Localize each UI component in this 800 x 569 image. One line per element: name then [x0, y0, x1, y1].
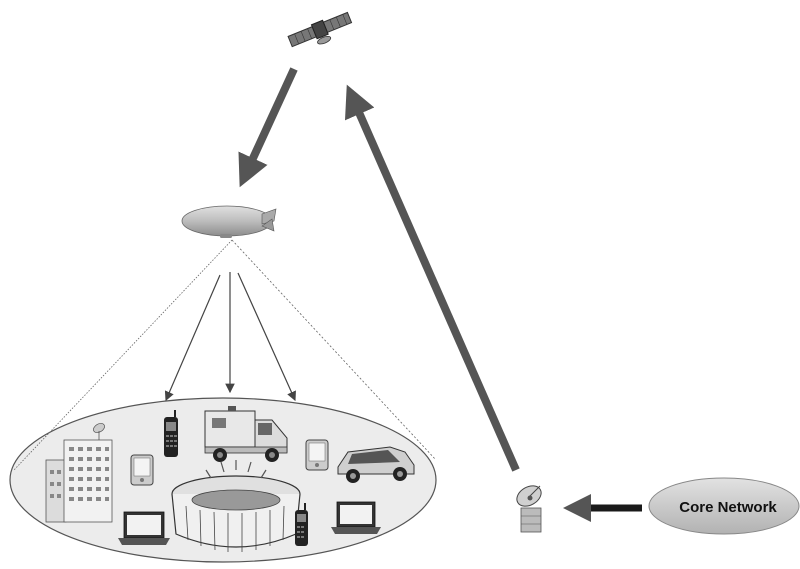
airship-downlink-arrow-right: [237, 272, 296, 402]
airship-downlink-arrow-left: [164, 274, 221, 402]
laptop-icon: [118, 511, 170, 545]
ambulance-icon: [204, 406, 288, 462]
office-building-icon: [45, 423, 113, 523]
ground-station-to-satellite-arrow: [345, 84, 520, 472]
core-network-label: Core Network: [679, 499, 777, 516]
core-network-node: Core Network: [648, 477, 800, 535]
car-icon: [337, 446, 415, 483]
laptop-icon: [331, 501, 381, 534]
satellite-to-airship-arrow: [238, 67, 298, 188]
mobile-phone-icon: [164, 410, 178, 457]
beam-edge-left: [13, 239, 233, 471]
mobile-phone-icon: [295, 503, 308, 546]
pda-icon: [130, 454, 154, 486]
satellite-icon: [287, 11, 353, 48]
airship-icon: [181, 205, 277, 238]
satellite-dish-icon: [516, 485, 542, 533]
pda-icon: [305, 439, 329, 471]
stadium-icon: [171, 460, 301, 552]
